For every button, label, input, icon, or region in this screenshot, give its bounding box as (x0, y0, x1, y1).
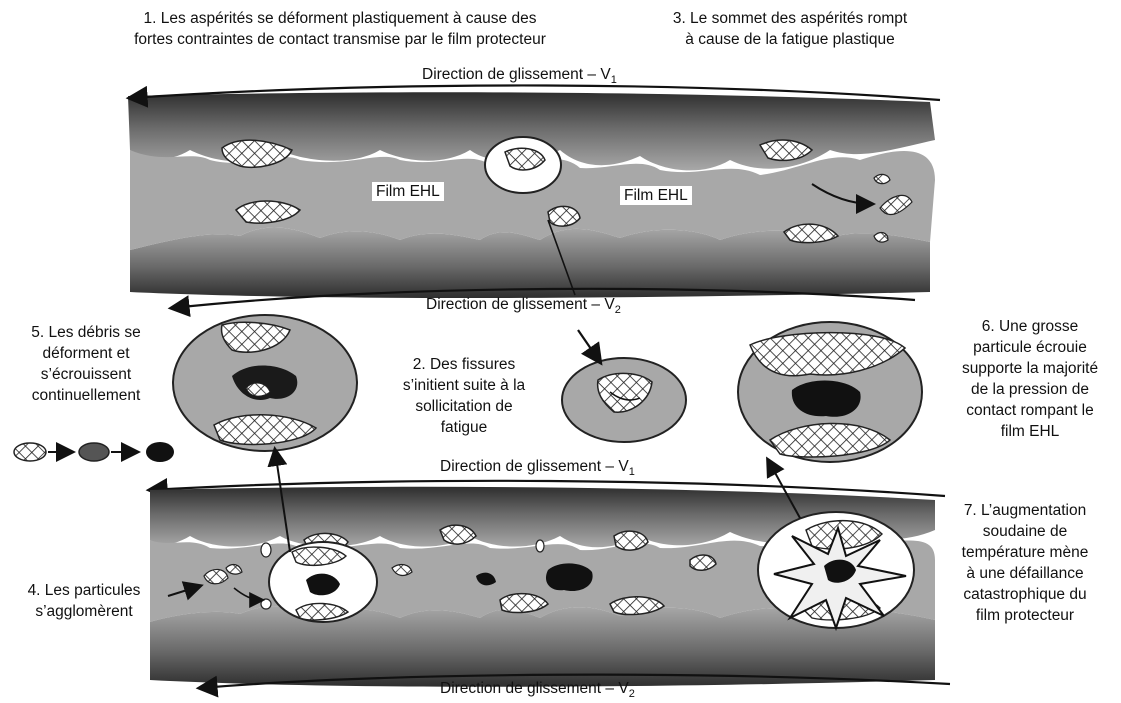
direction-label-v2-middle: Direction de glissement – V2 (426, 296, 621, 319)
asperity (614, 531, 648, 550)
lower-contact-zone (150, 487, 935, 687)
asperity (548, 206, 580, 226)
direction-text: Direction de glissement – (426, 296, 600, 313)
velocity-symbol: V (618, 458, 628, 475)
film-label-left: Film EHL (372, 182, 444, 201)
upper-contact-zone (128, 92, 935, 298)
velocity-symbol: V (604, 296, 614, 313)
velocity-symbol: V (618, 680, 628, 697)
velocity-symbol: V (600, 66, 610, 83)
velocity-subscript: 2 (629, 688, 635, 700)
velocity-subscript: 1 (629, 466, 635, 478)
direction-label-v1-bottom: Direction de glissement – V1 (440, 458, 635, 481)
asperity (690, 555, 716, 570)
annotation-step1: 1. Les aspérités se déforment plastiquem… (60, 8, 620, 50)
annotation-step5: 5. Les débris se déforment et s’écrouiss… (10, 322, 162, 406)
direction-text: Direction de glissement – (440, 458, 614, 475)
direction-label-v2-bottom: Direction de glissement – V2 (440, 680, 635, 703)
annotation-step6: 6. Une grosse particule écrouie supporte… (944, 316, 1116, 442)
debris-evolution (14, 442, 174, 462)
film-label-right: Film EHL (620, 186, 692, 205)
annotation-step2: 2. Des fissures s’initient suite à la so… (386, 354, 542, 438)
direction-text: Direction de glissement – (440, 680, 614, 697)
annotation-step3: 3. Le sommet des aspérités rompt à cause… (640, 8, 940, 50)
debris-particle (546, 563, 593, 591)
annotation-step7: 7. L’augmentation soudaine de températur… (940, 500, 1110, 626)
arrow (578, 330, 600, 362)
debris-particle (874, 174, 890, 183)
detail-circle-5 (173, 315, 357, 451)
direction-text: Direction de glissement – (422, 66, 596, 83)
detail-circle-2 (562, 358, 686, 442)
velocity-subscript: 2 (615, 304, 621, 316)
direction-label-v1-top: Direction de glissement – V1 (422, 66, 617, 89)
velocity-subscript: 1 (611, 74, 617, 86)
detail-circle-6 (738, 322, 922, 462)
annotation-step4: 4. Les particules s’agglomèrent (4, 580, 164, 622)
